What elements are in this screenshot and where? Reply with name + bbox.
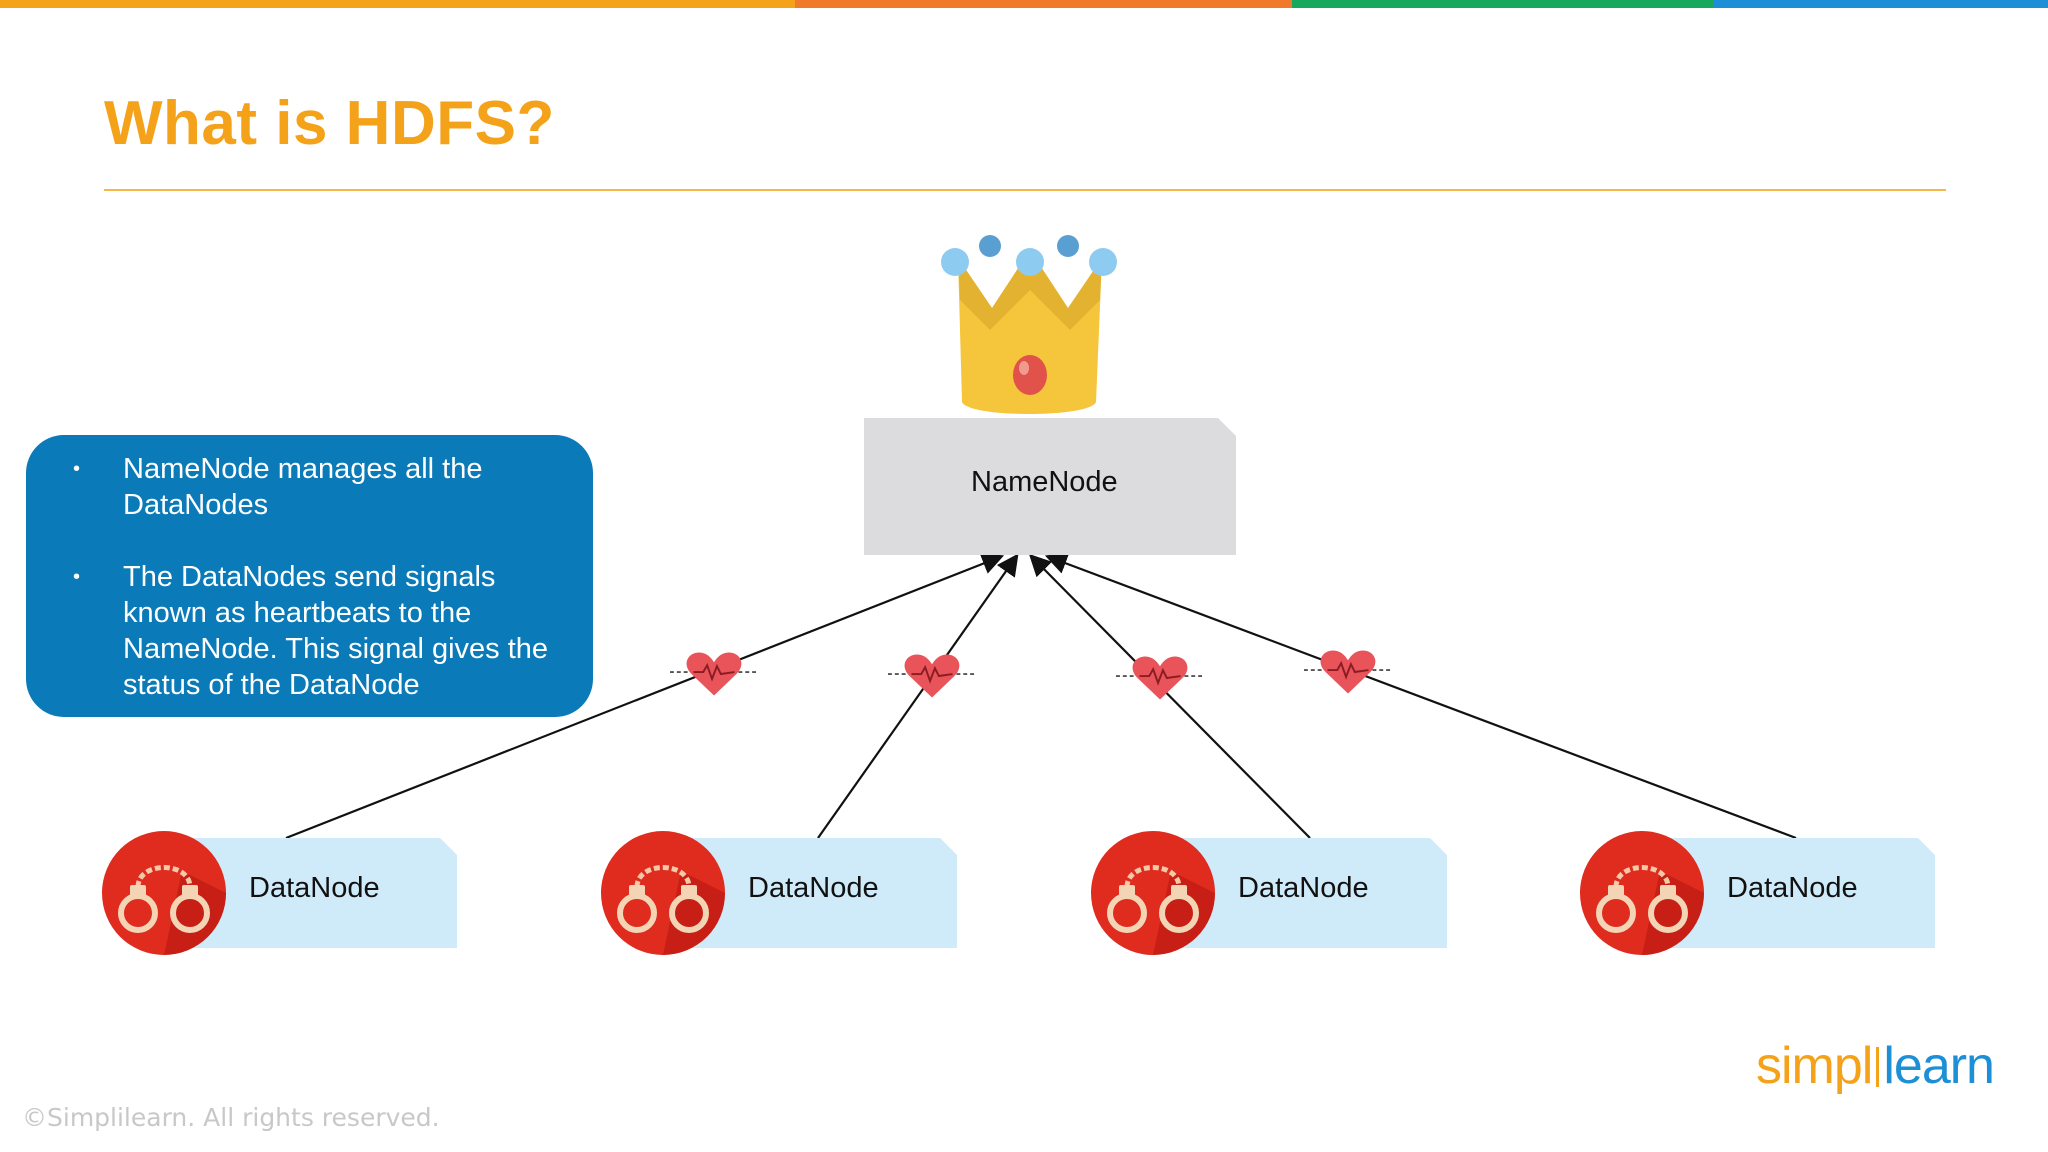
handcuffs-icon [1091,831,1215,955]
namenode-label: NameNode [971,466,1118,498]
heartbeat-icon [670,651,758,697]
edge-datanode-4 [1044,552,1797,840]
info-panel: • NameNode manages all the DataNodes • T… [26,435,593,717]
bullet-heartbeats: • The DataNodes send signals known as he… [73,559,578,703]
logo-divider [1876,1047,1880,1087]
bullet-line: The DataNodes send signals [123,561,496,593]
bullet-line: DataNodes [123,489,269,521]
namenode-box [864,418,1236,555]
datanode-label-3: DataNode [1238,872,1369,904]
datanode-label-1: DataNode [249,872,380,904]
logo-part-simpl: simpl [1756,1037,1873,1095]
top-bar-blue [1713,0,2048,8]
handcuffs-icon [1580,831,1704,955]
top-bar-dark-orange [795,0,1292,8]
logo-part-learn: learn [1883,1037,1995,1095]
datanode-label-2: DataNode [748,872,879,904]
bullet-dot-icon: • [73,566,81,588]
datanode-box-1 [180,838,457,948]
datanode-box-3 [1170,838,1447,948]
heartbeat-icon [1116,655,1204,701]
crown-icon [941,235,1117,414]
handcuffs-icon [601,831,725,955]
bullet-line: known as heartbeats to the [123,597,472,629]
datanode-box-2 [680,838,957,948]
copyright-notice: ©Simplilearn. All rights reserved. [22,1103,440,1132]
edge-datanode-3 [1028,553,1311,839]
top-color-bar [0,0,2048,8]
bullet-namenode-manages: • NameNode manages all the DataNodes [73,451,578,523]
bullet-dot-icon: • [73,458,81,480]
edge-datanode-2 [817,553,1019,839]
top-bar-green [1292,0,1713,8]
bullet-line: NameNode. This signal gives the [123,633,549,665]
bullet-line: NameNode manages all the [123,453,483,485]
slide-title: What is HDFS? [104,89,555,158]
edge-datanode-1 [285,553,1005,840]
bullet-line: status of the DataNode [123,669,420,701]
datanode-label-4: DataNode [1727,872,1858,904]
title-underline [104,189,1946,191]
handcuffs-icon [102,831,226,955]
top-bar-orange [0,0,795,8]
datanode-box-4 [1660,838,1935,948]
heartbeat-icon [888,653,976,699]
